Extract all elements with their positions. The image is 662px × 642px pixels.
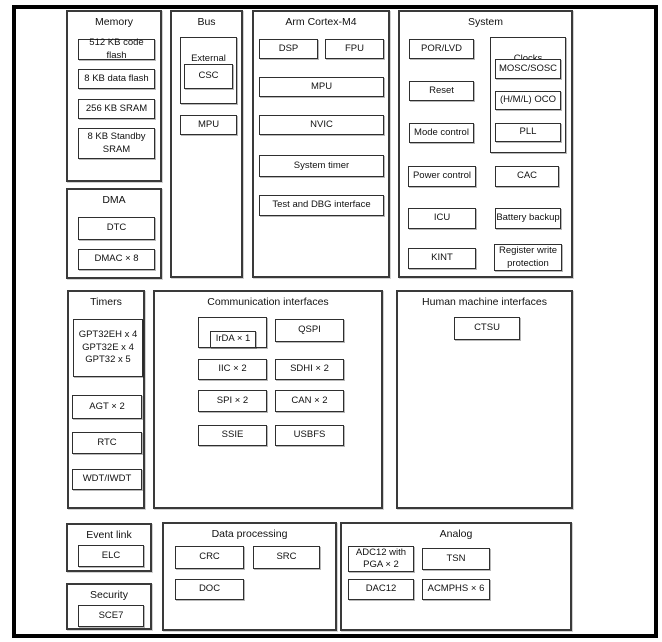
group-timers: Timers GPT32EH x 4 GPT32E x 4 GPT32 x 5 … bbox=[67, 290, 145, 509]
box-cortex-mpu: MPU bbox=[259, 77, 384, 97]
box-elc: ELC bbox=[78, 545, 144, 567]
box-icu: ICU bbox=[408, 208, 476, 229]
box-agt: AGT × 2 bbox=[72, 395, 142, 419]
group-bus: Bus External CSC MPU bbox=[170, 10, 243, 278]
box-csc: CSC bbox=[184, 64, 233, 89]
group-security-title: Security bbox=[90, 589, 128, 601]
box-doc: DOC bbox=[175, 579, 244, 600]
box-iic: IIC × 2 bbox=[198, 359, 267, 380]
group-human-machine-interfaces: Human machine interfaces CTSU bbox=[396, 290, 573, 509]
box-sci: SCI × 7 IrDA × 1 bbox=[198, 317, 267, 348]
group-data-processing-title: Data processing bbox=[211, 528, 288, 540]
group-analog: Analog ADC12 with PGA × 2 TSN DAC12 ACMP… bbox=[340, 522, 572, 631]
group-timers-title: Timers bbox=[90, 296, 122, 308]
box-nvic: NVIC bbox=[259, 115, 384, 135]
group-memory-title: Memory bbox=[95, 16, 133, 28]
box-sdhi: SDHI × 2 bbox=[275, 359, 344, 380]
box-adc12-pga: ADC12 with PGA × 2 bbox=[348, 546, 414, 572]
group-system: System POR/LVD Reset Mode control Power … bbox=[398, 10, 573, 278]
outer-frame bbox=[12, 5, 658, 638]
box-tsn: TSN bbox=[422, 548, 490, 570]
box-oco: (H/M/L) OCO bbox=[495, 91, 561, 110]
group-security: Security SCE7 bbox=[66, 583, 152, 630]
box-gpt: GPT32EH x 4 GPT32E x 4 GPT32 x 5 bbox=[73, 319, 143, 377]
group-event-link: Event link ELC bbox=[66, 523, 152, 572]
group-analog-title: Analog bbox=[439, 528, 473, 540]
box-data-flash: 8 KB data flash bbox=[78, 69, 155, 89]
box-clocks: Clocks MOSC/SOSC (H/M/L) OCO PLL bbox=[490, 37, 566, 153]
box-external-title: External bbox=[191, 53, 226, 65]
box-power-control: Power control bbox=[408, 166, 476, 187]
group-bus-title: Bus bbox=[197, 16, 216, 28]
box-mosc-sosc: MOSC/SOSC bbox=[495, 59, 561, 79]
box-standby-sram: 8 KB Standby SRAM bbox=[78, 128, 155, 159]
box-kint: KINT bbox=[408, 248, 476, 269]
box-dtc: DTC bbox=[78, 217, 155, 240]
group-cortex-title: Arm Cortex-M4 bbox=[285, 16, 357, 28]
box-dsp: DSP bbox=[259, 39, 318, 59]
box-qspi: QSPI bbox=[275, 319, 344, 342]
box-external-bus: External CSC bbox=[180, 37, 237, 104]
box-sram: 256 KB SRAM bbox=[78, 99, 155, 119]
group-communication-interfaces: Communication interfaces SCI × 7 IrDA × … bbox=[153, 290, 383, 509]
box-system-timer: System timer bbox=[259, 155, 384, 177]
box-cac: CAC bbox=[495, 166, 559, 187]
box-src: SRC bbox=[253, 546, 320, 569]
group-dma-title: DMA bbox=[102, 194, 126, 206]
box-wdt-iwdt: WDT/IWDT bbox=[72, 469, 142, 490]
group-data-processing: Data processing CRC SRC DOC bbox=[162, 522, 337, 631]
box-ssie: SSIE bbox=[198, 425, 267, 446]
box-acmphs: ACMPHS × 6 bbox=[422, 579, 490, 600]
box-mode-control: Mode control bbox=[409, 123, 474, 143]
box-rtc: RTC bbox=[72, 432, 142, 454]
group-system-title: System bbox=[467, 16, 503, 28]
box-spi: SPI × 2 bbox=[198, 390, 267, 412]
group-memory: Memory 512 KB code flash 8 KB data flash… bbox=[66, 10, 162, 182]
box-battery-backup: Battery backup bbox=[495, 208, 561, 229]
box-can: CAN × 2 bbox=[275, 390, 344, 412]
box-test-dbg: Test and DBG interface bbox=[259, 195, 384, 216]
box-por-lvd: POR/LVD bbox=[409, 39, 474, 59]
group-event-link-title: Event link bbox=[86, 529, 132, 541]
group-arm-cortex-m4: Arm Cortex-M4 DSP FPU MPU NVIC System ti… bbox=[252, 10, 390, 278]
group-comm-title: Communication interfaces bbox=[207, 296, 329, 308]
box-pll: PLL bbox=[495, 123, 561, 142]
box-reset: Reset bbox=[409, 81, 474, 101]
box-clocks-title: Clocks bbox=[491, 50, 565, 64]
box-irda: IrDA × 1 bbox=[210, 331, 256, 348]
box-sce7: SCE7 bbox=[78, 605, 144, 627]
box-crc: CRC bbox=[175, 546, 244, 569]
box-ctsu: CTSU bbox=[454, 317, 520, 340]
group-hmi-title: Human machine interfaces bbox=[422, 296, 547, 308]
box-usbfs: USBFS bbox=[275, 425, 344, 446]
group-dma: DMA DTC DMAC × 8 bbox=[66, 188, 162, 279]
box-dac12: DAC12 bbox=[348, 579, 414, 600]
box-code-flash: 512 KB code flash bbox=[78, 37, 155, 61]
box-fpu: FPU bbox=[325, 39, 384, 59]
box-dmac: DMAC × 8 bbox=[78, 249, 155, 270]
box-register-write-protection: Register write protection bbox=[494, 244, 562, 271]
box-bus-mpu: MPU bbox=[180, 115, 237, 135]
